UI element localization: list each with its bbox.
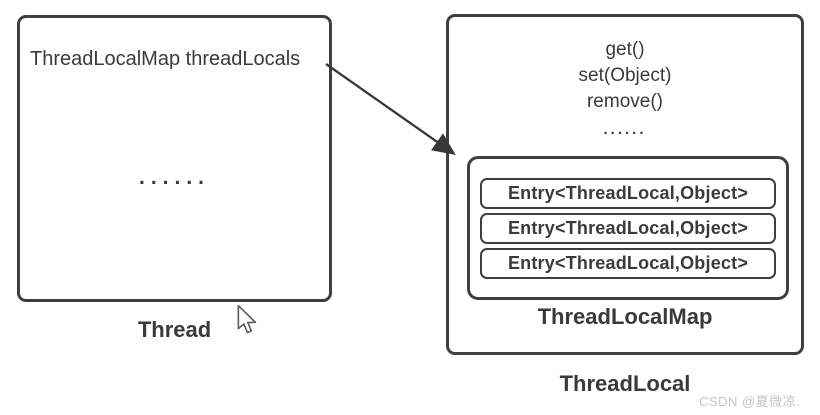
methods-ellipsis: ...... bbox=[603, 121, 647, 138]
threadlocal-label: ThreadLocal bbox=[559, 371, 691, 396]
threadlocalmap-label: ThreadLocalMap bbox=[537, 304, 713, 329]
method-list: get() set(Object) remove() ...... bbox=[449, 37, 801, 142]
threadlocals-field: ThreadLocalMap threadLocals bbox=[30, 48, 301, 70]
entry-row: Entry<ThreadLocal,Object> bbox=[480, 247, 776, 279]
method-remove: remove() bbox=[586, 91, 663, 112]
thread-box: ThreadLocalMap threadLocals ...... bbox=[17, 15, 332, 302]
thread-ellipsis: ...... bbox=[138, 166, 210, 189]
threadlocal-box: get() set(Object) remove() ...... Entry<… bbox=[446, 14, 804, 355]
threadlocalmap-box: Entry<ThreadLocal,Object> Entry<ThreadLo… bbox=[467, 156, 789, 300]
thread-label: Thread bbox=[137, 317, 212, 342]
connector-arrow bbox=[325, 63, 456, 155]
csdn-watermark: CSDN @夏微凉. bbox=[699, 394, 801, 409]
method-set: set(Object) bbox=[578, 65, 672, 86]
entry-row: Entry<ThreadLocal,Object> bbox=[480, 177, 776, 209]
method-get: get() bbox=[605, 39, 645, 60]
entry-row: Entry<ThreadLocal,Object> bbox=[480, 212, 776, 244]
